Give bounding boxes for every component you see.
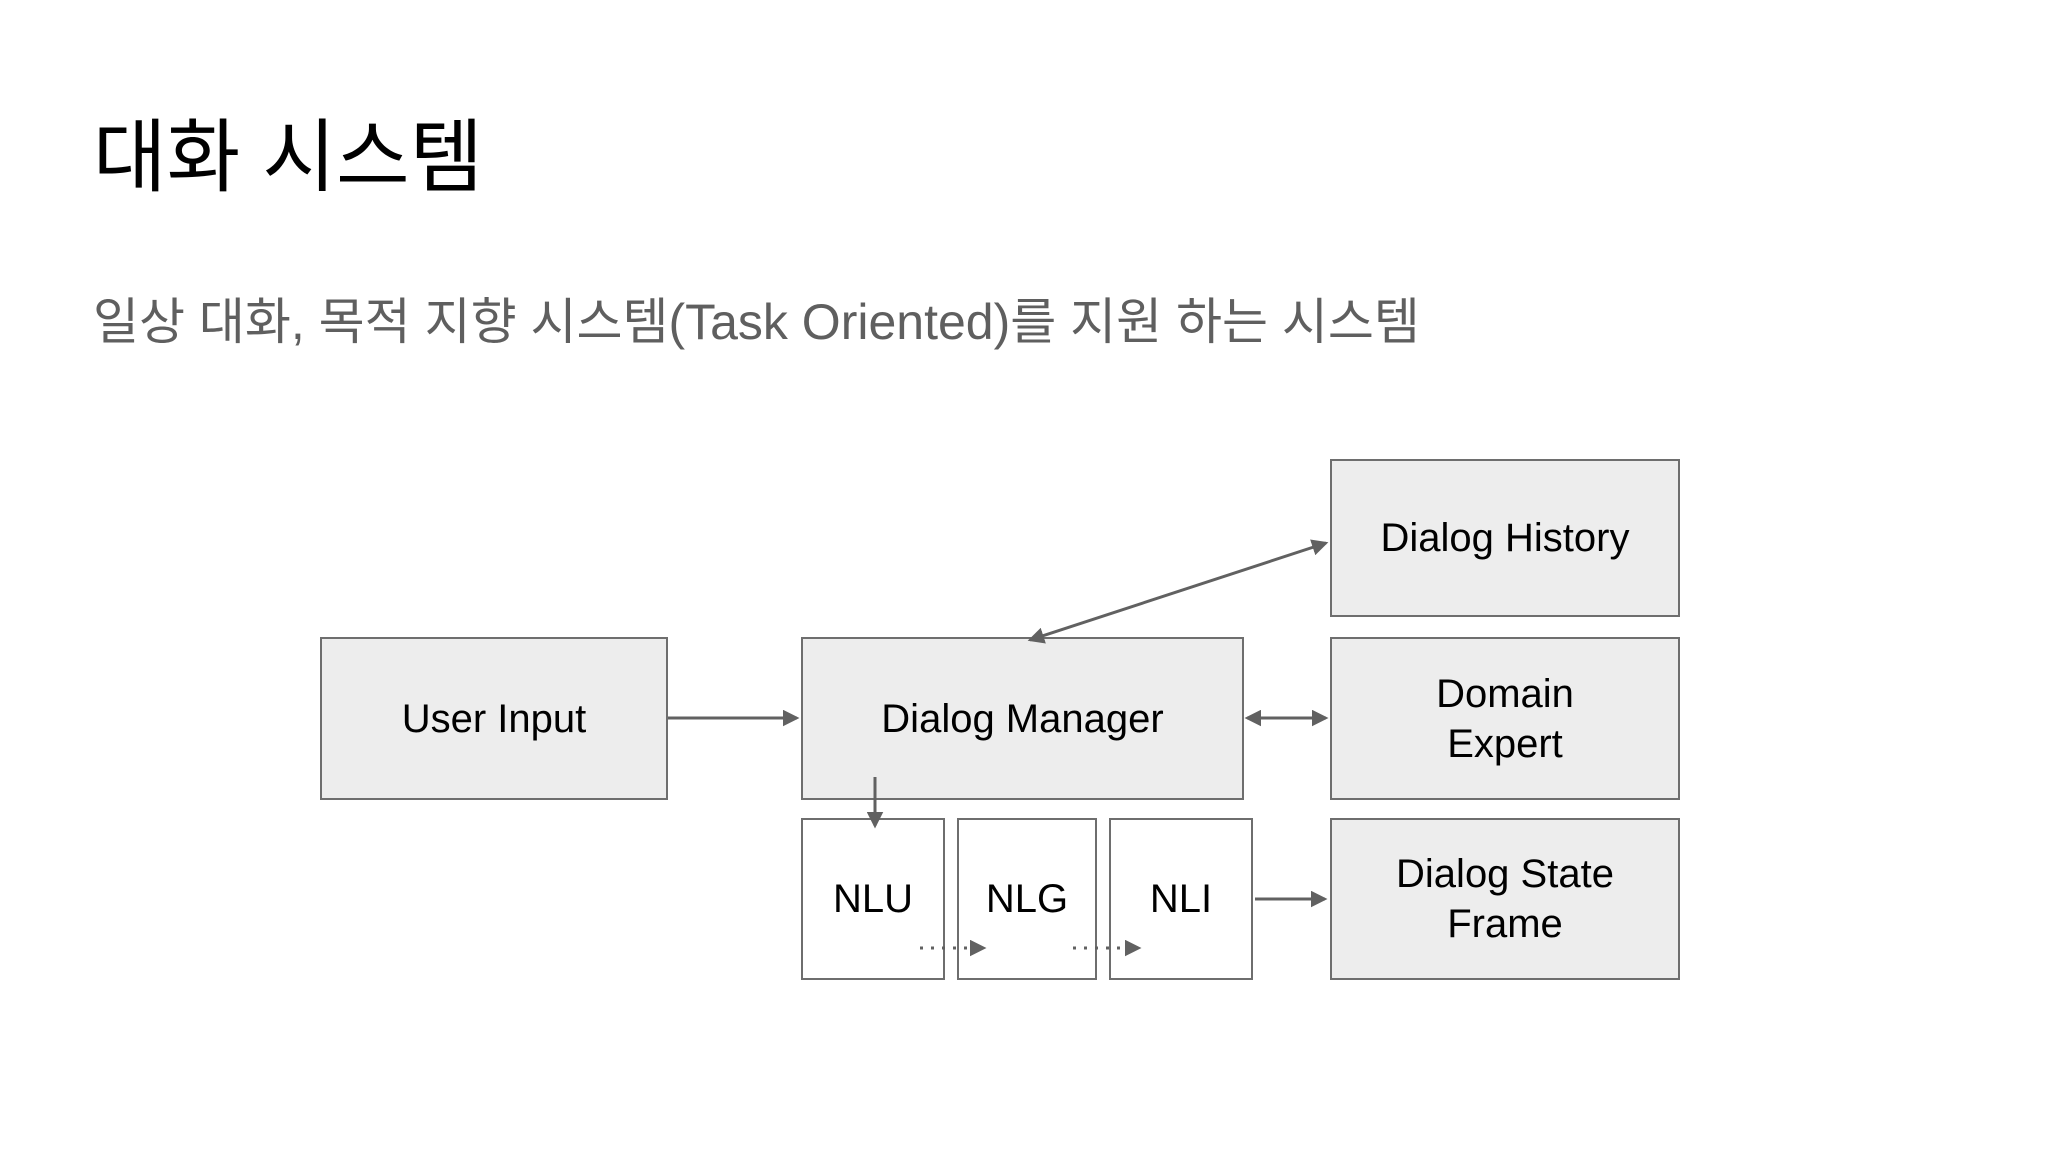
arrow-dialog-manager-to-dialog-history <box>1027 539 1329 644</box>
node-nlg-label: NLG <box>985 877 1069 921</box>
node-dialog-history-label: Dialog History <box>1380 516 1630 560</box>
node-nli-label: NLI <box>1149 877 1213 921</box>
node-dialog-state-frame: Dialog State Frame <box>1330 818 1680 980</box>
node-dialog-manager-label: Dialog Manager <box>881 696 1164 741</box>
node-dialog-state-frame-label-line2: Frame <box>1447 902 1563 946</box>
page-title: 대화 시스템 <box>93 113 484 202</box>
node-dialog-state-frame-label-line1: Dialog State <box>1396 852 1614 896</box>
node-nlu-label: NLU <box>832 877 914 921</box>
node-domain-expert-label-line2: Expert <box>1447 721 1563 766</box>
node-nli: NLI <box>1109 818 1253 980</box>
node-nlu: NLU <box>801 818 945 980</box>
node-nlg: NLG <box>957 818 1097 980</box>
node-dialog-manager: Dialog Manager <box>801 637 1244 800</box>
node-user-input: User Input <box>320 637 668 800</box>
node-domain-expert: Domain Expert <box>1330 637 1680 800</box>
node-domain-expert-label-line1: Domain <box>1436 671 1574 716</box>
node-dialog-history: Dialog History <box>1330 459 1680 617</box>
node-user-input-label: User Input <box>401 696 587 741</box>
page-subtitle: 일상 대화, 목적 지향 시스템(Task Oriented)를 지원 하는 시… <box>93 294 1420 350</box>
